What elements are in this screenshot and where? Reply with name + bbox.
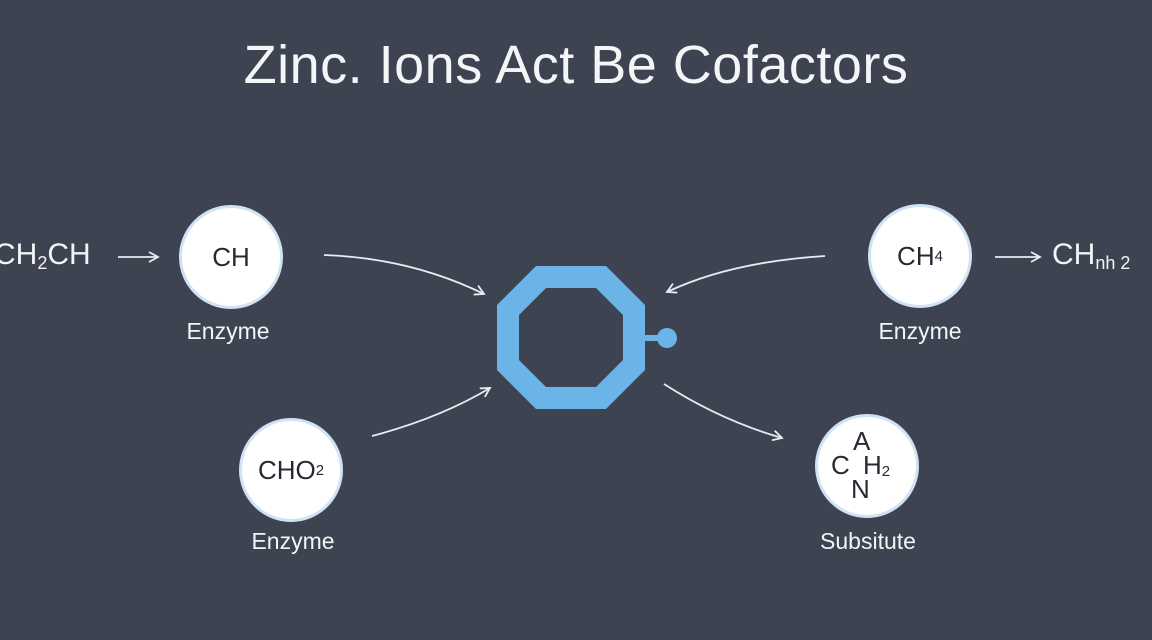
substituent-structure: A C H2 N [831,426,891,504]
right-formula: CHnh 2 [1052,238,1131,273]
arrow-top-right-to-cofactor [665,255,826,294]
node-bottom-right-label: Subsitute [820,528,916,554]
node-bottom-left-label: Enzyme [251,528,335,554]
arrow-top-left-to-cofactor [323,254,486,296]
left-formula: CH2CH [0,238,91,273]
diagram-title: Zinc. Ions Act Be Cofactors [243,35,909,95]
arrow-cofactor-to-bottom-right [663,383,784,442]
node-top-left: CH [179,205,283,309]
arrow-bottom-left-to-cofactor [371,387,492,437]
zinc-ion-octagon-icon [497,266,677,409]
node-top-left-label: Enzyme [186,318,270,344]
node-top-right-label: Enzyme [878,318,962,344]
node-bottom-right: A C H2 N [815,414,919,518]
